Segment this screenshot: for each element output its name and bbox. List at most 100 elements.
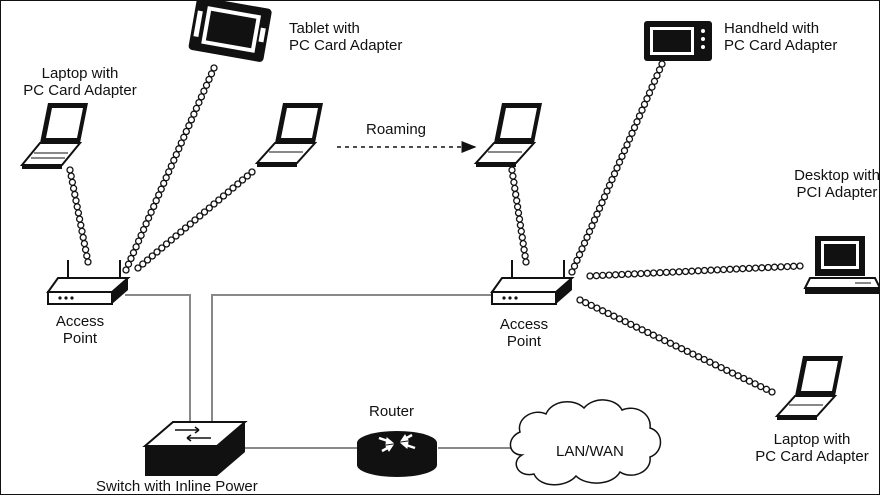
wireless-coil-segment — [122, 266, 130, 274]
wireless-coil-segment — [662, 268, 671, 277]
router-label: Router — [369, 403, 415, 420]
wireless-coil-segment — [175, 145, 183, 153]
wireless-coil-segment — [615, 315, 624, 323]
laptop-roaming-origin-icon — [254, 103, 323, 167]
laptop-right-label-line-2: PC Card Adapter — [755, 448, 869, 465]
wireless-coil-segment — [661, 336, 669, 345]
wireless-coil-segment — [205, 204, 213, 212]
wireless-coil-segment — [711, 361, 720, 369]
wireless-coil-segment — [143, 256, 152, 264]
wireless-coil-segment — [688, 267, 696, 275]
wireless-coil-segment — [134, 237, 143, 245]
wireless-coil-segment — [645, 89, 654, 97]
wireless-coil-segment — [210, 64, 218, 72]
wireless-laptop-roaming-ap-left — [134, 168, 256, 272]
wireless-coil-segment — [512, 190, 520, 199]
wireless-coil-segment — [83, 252, 91, 260]
wireless-coil-segment — [205, 75, 213, 84]
wireless-coil-segment — [79, 233, 87, 242]
desktop-label-line-2: PCI Adapter — [796, 184, 878, 201]
access-point-left-label: Access Point — [40, 313, 120, 347]
wireless-coil-segment — [187, 116, 196, 124]
wireless-coil-segment — [71, 190, 79, 199]
ap-right-switch-link — [211, 294, 493, 435]
wireless-coil-segment — [576, 296, 584, 304]
wireless-coil-segment — [511, 184, 519, 193]
wireless-coil-segment — [72, 197, 80, 205]
wireless-coil-segment — [638, 106, 646, 114]
wireless-coil-segment — [620, 147, 629, 155]
wireless-coil-segment — [510, 178, 518, 186]
wireless-coil-segment — [513, 197, 521, 205]
wireless-coil-segment — [177, 228, 185, 236]
wireless-coil-segment — [732, 265, 741, 273]
wireless-coil-segment — [139, 225, 148, 234]
wireless-coil-segment — [69, 184, 78, 193]
access-point-left-icon — [46, 260, 131, 305]
wireless-laptop-right-ap-right — [576, 296, 776, 396]
wireless-coil-segment — [158, 244, 166, 252]
wireless-coil-segment — [764, 263, 772, 272]
switch-icon — [142, 421, 248, 476]
wireless-coil-segment — [723, 366, 731, 375]
wireless-coil-segment — [229, 184, 237, 192]
wireless-tablet-ap-left — [122, 64, 218, 274]
wireless-coil-segment — [585, 227, 594, 236]
wireless-coil-segment — [519, 239, 527, 248]
wireless-coil-segment — [568, 268, 576, 276]
handheld-icon — [644, 21, 712, 61]
wireless-coil-segment — [751, 264, 760, 272]
tablet-label-line-2: PC Card Adapter — [289, 37, 403, 54]
laptop-right-label: Laptop with PC Card Adapter — [737, 431, 880, 465]
wireless-coil-segment — [621, 317, 629, 326]
wireless-coil-segment — [713, 266, 721, 274]
wireless-coil-segment — [573, 256, 581, 265]
wireless-coil-segment — [677, 345, 686, 353]
wireless-coil-segment — [719, 265, 728, 274]
wireless-coil-segment — [768, 388, 776, 396]
wireless-coil-segment — [224, 188, 232, 196]
wireless-coil-segment — [694, 353, 703, 361]
wireless-coil-segment — [167, 162, 175, 170]
wireless-coil-segment — [167, 236, 175, 244]
wireless-coil-segment — [700, 266, 709, 275]
wireless-coil-segment — [78, 227, 86, 235]
wireless-coil-segment — [81, 246, 90, 254]
handheld-label: Handheld with PC Card Adapter — [724, 20, 837, 54]
wireless-desktop-ap-right — [586, 262, 804, 280]
wireless-coil-segment — [588, 222, 596, 230]
wired-links — [125, 294, 520, 449]
wireless-coil-segment — [740, 374, 748, 383]
ap-left-switch-link — [125, 294, 191, 435]
wireless-coil-segment — [180, 133, 188, 141]
wireless-coil-segment — [210, 200, 218, 208]
wireless-coil-segment — [190, 110, 198, 118]
wireless-coil-segment — [758, 264, 766, 272]
wireless-coil-segment — [586, 272, 594, 280]
wireless-coil-segment — [777, 263, 785, 271]
wireless-coil-segment — [74, 209, 83, 217]
tablet-icon — [188, 0, 272, 62]
wireless-coil-segment — [757, 382, 765, 391]
access-point-left-label-line-1: Access — [55, 313, 105, 330]
wireless-coil-segment — [611, 271, 620, 279]
wireless-links — [66, 60, 804, 396]
desktop-label: Desktop with PCI Adapter — [777, 167, 880, 201]
laptop-roaming-destination-icon — [473, 103, 542, 167]
wireless-coil-segment — [202, 81, 211, 89]
wireless-coil-segment — [610, 312, 618, 320]
wireless-coil-segment — [181, 224, 190, 232]
switch-label: Switch with Inline Power — [96, 478, 258, 495]
wireless-coil-segment — [248, 168, 256, 176]
handheld-label-line-2: PC Card Adapter — [724, 37, 838, 54]
wireless-coil-segment — [522, 258, 530, 266]
wireless-coil-segment — [172, 150, 180, 159]
wireless-coil-segment — [186, 220, 194, 228]
wireless-coil-segment — [521, 252, 529, 260]
wireless-coil-segment — [124, 260, 133, 268]
wireless-coil-segment — [153, 248, 161, 256]
wireless-coil-segment — [706, 358, 714, 366]
wireless-coil-segment — [191, 216, 199, 224]
roaming-label: Roaming — [366, 121, 427, 138]
wireless-coil-segment — [195, 98, 203, 107]
